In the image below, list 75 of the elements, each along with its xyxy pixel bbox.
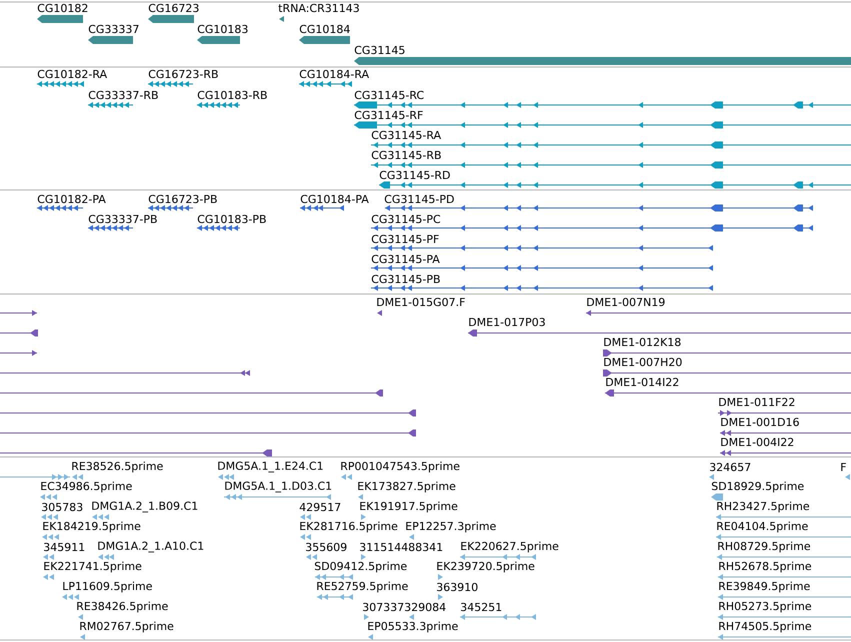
feature-label: RE38426.5prime	[77, 602, 168, 612]
feature-label: RH23427.5prime	[717, 502, 810, 512]
feature-label: CG31145-RC	[354, 90, 424, 100]
feature-label: CG10183-RB	[198, 90, 267, 100]
feature-label: 324657	[710, 462, 750, 472]
feature-label: DME1-014I22	[606, 378, 678, 386]
feature-label: DMG1A.2_1.A10.C1	[98, 542, 204, 552]
feature-label: RH74505.5prime	[719, 622, 812, 632]
feature-label: 355609	[306, 542, 346, 552]
feature-label: CG31145-RA	[372, 130, 441, 140]
feature-label: DME1-015G07.F	[377, 298, 465, 306]
feature-label: EP05533.3prime	[368, 622, 458, 632]
feature-label: 345251	[461, 602, 502, 612]
feature-label: CG16723	[148, 4, 198, 12]
feature-label: EK220627.5prime	[461, 542, 558, 552]
feature-label: RM02767.5prime	[80, 622, 174, 632]
feature-label: SD09412.5prime	[314, 562, 407, 572]
feature-label: RE52759.5prime	[317, 582, 408, 592]
feature-label: CG10183-PB	[198, 214, 266, 224]
feature-label: DMG1A.2_1.B09.C1	[92, 502, 198, 512]
feature-label: DMG5A.1_1.E24.C1	[218, 462, 323, 472]
feature-label: CG31145-PF	[372, 234, 439, 244]
feature-label: 311514488341	[360, 542, 442, 552]
feature-label: CG16723-PB	[148, 194, 217, 204]
feature-label: EK173827.5prime	[358, 482, 456, 492]
feature-label: CG33337	[88, 24, 138, 34]
feature-label: DME1-007N19	[587, 298, 665, 306]
feature-label: CG10182-RA	[38, 70, 107, 78]
feature-label: 307337329084	[363, 602, 446, 612]
feature-label: CG10182	[38, 4, 88, 12]
feature-label: 429517	[300, 502, 340, 512]
feature-label: CG10184-PA	[300, 194, 369, 204]
feature-label: EC34986.5prime	[41, 482, 132, 492]
feature-label: 345911	[44, 542, 84, 552]
feature-label: SD18929.5prime	[712, 482, 804, 492]
feature-label: CG31145-RF	[354, 110, 423, 120]
feature-label: DME1-012K18	[604, 338, 681, 346]
feature-label: CG31145-PD	[384, 194, 454, 204]
feature-label: CG31145-PA	[372, 254, 440, 264]
feature-label: CG31145-RB	[372, 150, 441, 160]
feature-label: RH52678.5prime	[719, 562, 812, 572]
feature-label: EK281716.5prime	[300, 522, 398, 532]
feature-label: DME1-001D16	[721, 418, 799, 426]
feature-label: CG10184-RA	[300, 70, 369, 78]
feature-label: RH05273.5prime	[719, 602, 812, 612]
feature-label: F	[841, 463, 846, 471]
feature-label: EK221741.5prime	[44, 562, 142, 572]
feature-label: RE39849.5prime	[719, 582, 810, 592]
feature-label: DMG5A.1_1.D03.C1	[225, 482, 332, 492]
feature-label: 363910	[437, 582, 478, 592]
feature-label: EP12257.3prime	[406, 522, 496, 532]
feature-label: EK239720.5prime	[437, 562, 534, 572]
feature-label: EK191917.5prime	[360, 502, 458, 512]
feature-label: CG10183	[198, 24, 248, 34]
feature-label: EK184219.5prime	[43, 522, 140, 532]
feature-label: CG31145-PB	[372, 274, 440, 284]
feature-label: 305783	[42, 502, 82, 512]
feature-label: CG31145	[354, 46, 404, 54]
feature-label: tRNA:CR31143	[278, 4, 359, 12]
feature-label: DME1-007H20	[604, 358, 682, 366]
feature-label: CG33337-PB	[88, 214, 157, 224]
feature-label: RP001047543.5prime	[341, 462, 460, 472]
feature-label: CG10182-PA	[38, 194, 106, 204]
feature-label: RE04104.5prime	[717, 522, 808, 532]
feature-label: DME1-004I22	[721, 438, 794, 446]
feature-label: DME1-017P03	[469, 318, 545, 326]
feature-label: CG33337-RB	[88, 90, 158, 100]
feature-label: CG31145-PC	[372, 214, 440, 224]
feature-label: RE38526.5prime	[72, 462, 163, 472]
feature-label: DME1-011F22	[719, 398, 794, 406]
feature-label: RH08729.5prime	[718, 542, 810, 552]
feature-label: CG31145-RD	[380, 170, 450, 180]
feature-label: CG10184	[300, 24, 350, 34]
feature-label: CG16723-RB	[148, 70, 218, 78]
feature-label: LP11609.5prime	[63, 582, 152, 592]
